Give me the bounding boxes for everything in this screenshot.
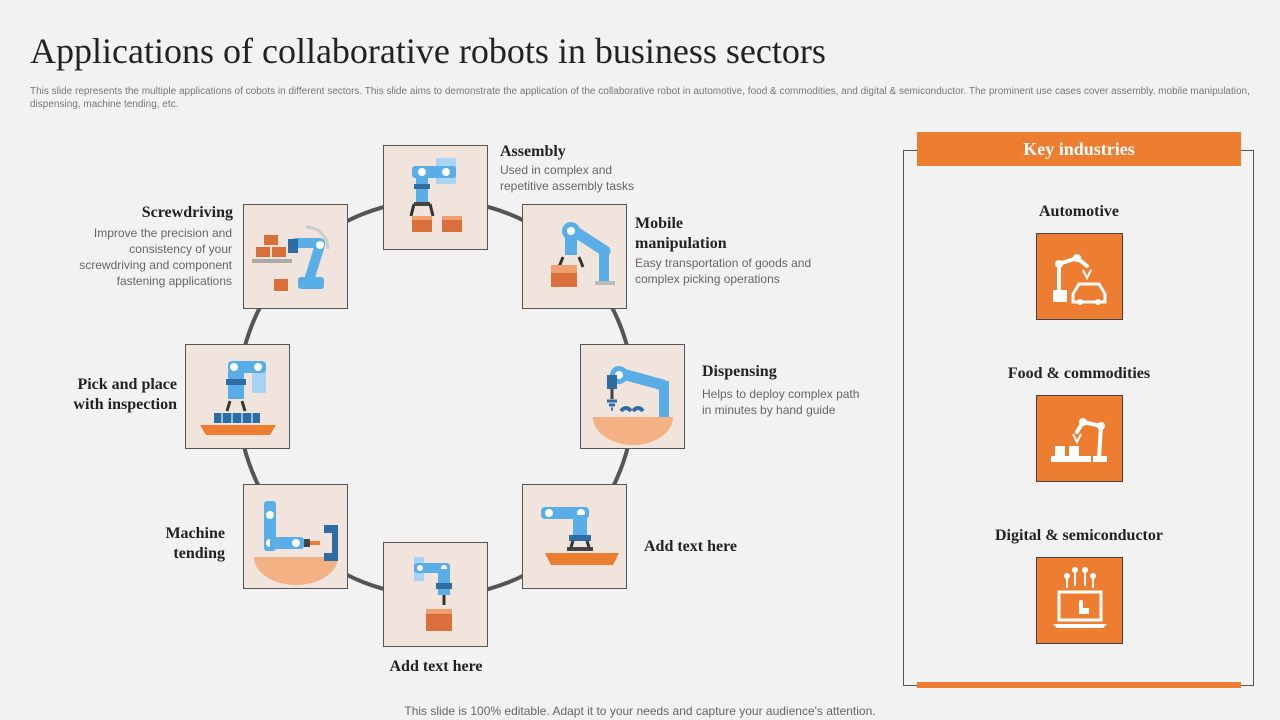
machine-tending-tile (243, 484, 348, 589)
mobile-robot-icon (551, 222, 615, 287)
assembly-robot-icon (409, 158, 462, 232)
slide-title: Applications of collaborative robots in … (30, 31, 826, 71)
screw-desc-line: fastening applications (116, 274, 232, 288)
dispensing-label: Dispensing (702, 363, 777, 380)
dispensing-desc-line: Helps to deploy complex path (702, 387, 860, 401)
pick-place-label: Pick and place with inspection (20, 375, 177, 415)
conveyor-tile (522, 484, 627, 589)
industry-food-box (1036, 395, 1123, 482)
mobile-manipulation-tile (522, 204, 627, 309)
industry-automotive-box (1036, 233, 1123, 320)
key-industries-heading: Key industries (917, 132, 1241, 166)
box-tile (383, 542, 488, 647)
assembly-desc-line: Used in complex and (500, 163, 613, 177)
laptop-touch-icon (1053, 567, 1107, 628)
slide-footer: This slide is 100% editable. Adapt it to… (404, 704, 876, 718)
dispensing-desc-line: in minutes by hand guide (702, 403, 836, 417)
mobile-label-line: manipulation (635, 235, 727, 252)
dispensing-desc: Helps to deploy complex path in minutes … (702, 386, 859, 418)
industry-automotive-label: Automotive (1039, 203, 1119, 220)
key-industries-footer-bar (917, 682, 1241, 688)
dispensing-robot-icon (593, 366, 673, 445)
assembly-desc: Used in complex and repetitive assembly … (500, 162, 634, 194)
pick-place-robot-icon (200, 361, 276, 435)
mobile-manipulation-label: Mobile manipulation (635, 214, 727, 254)
mobile-desc-line: complex picking operations (635, 272, 780, 286)
machine-label-line: tending (173, 545, 225, 562)
screw-desc-line: consistency of your (129, 242, 232, 256)
dispensing-tile (580, 344, 685, 449)
industry-digital-box (1036, 557, 1123, 644)
screwdriving-robot-icon (252, 225, 330, 291)
assembly-desc-line: repetitive assembly tasks (500, 179, 635, 193)
add-text-right-label[interactable]: Add text here (644, 538, 738, 555)
mobile-label-line: Mobile (635, 215, 683, 232)
conveyor-robot-icon (541, 507, 619, 565)
box-robot-icon (414, 557, 452, 631)
screwdriving-label: Screwdriving (141, 204, 233, 221)
car-robot-icon (1053, 254, 1107, 305)
machine-tending-robot-icon (254, 501, 338, 585)
pick-label-line: Pick and place (77, 376, 177, 393)
industry-digital-label: Digital & semiconductor (995, 527, 1163, 544)
machine-tending-label: Machine tending (100, 524, 225, 564)
food-robot-icon (1051, 418, 1107, 462)
screw-desc-line: screwdriving and component (79, 258, 232, 272)
mobile-manipulation-desc: Easy transportation of goods and complex… (635, 255, 811, 287)
screwdriving-tile (243, 204, 348, 309)
machine-label-line: Machine (165, 525, 225, 542)
screw-desc-line: Improve the precision and (93, 226, 232, 240)
add-text-bottom-label[interactable]: Add text here (389, 658, 483, 675)
pick-label-line: with inspection (73, 396, 177, 413)
industry-food-label: Food & commodities (1007, 365, 1151, 382)
slide-subtitle: This slide represents the multiple appli… (30, 86, 1250, 110)
screwdriving-desc: Improve the precision and consistency of… (40, 225, 232, 289)
mobile-desc-line: Easy transportation of goods and (635, 256, 812, 270)
pick-place-tile (185, 344, 290, 449)
assembly-label: Assembly (500, 143, 566, 160)
assembly-tile (383, 145, 488, 250)
